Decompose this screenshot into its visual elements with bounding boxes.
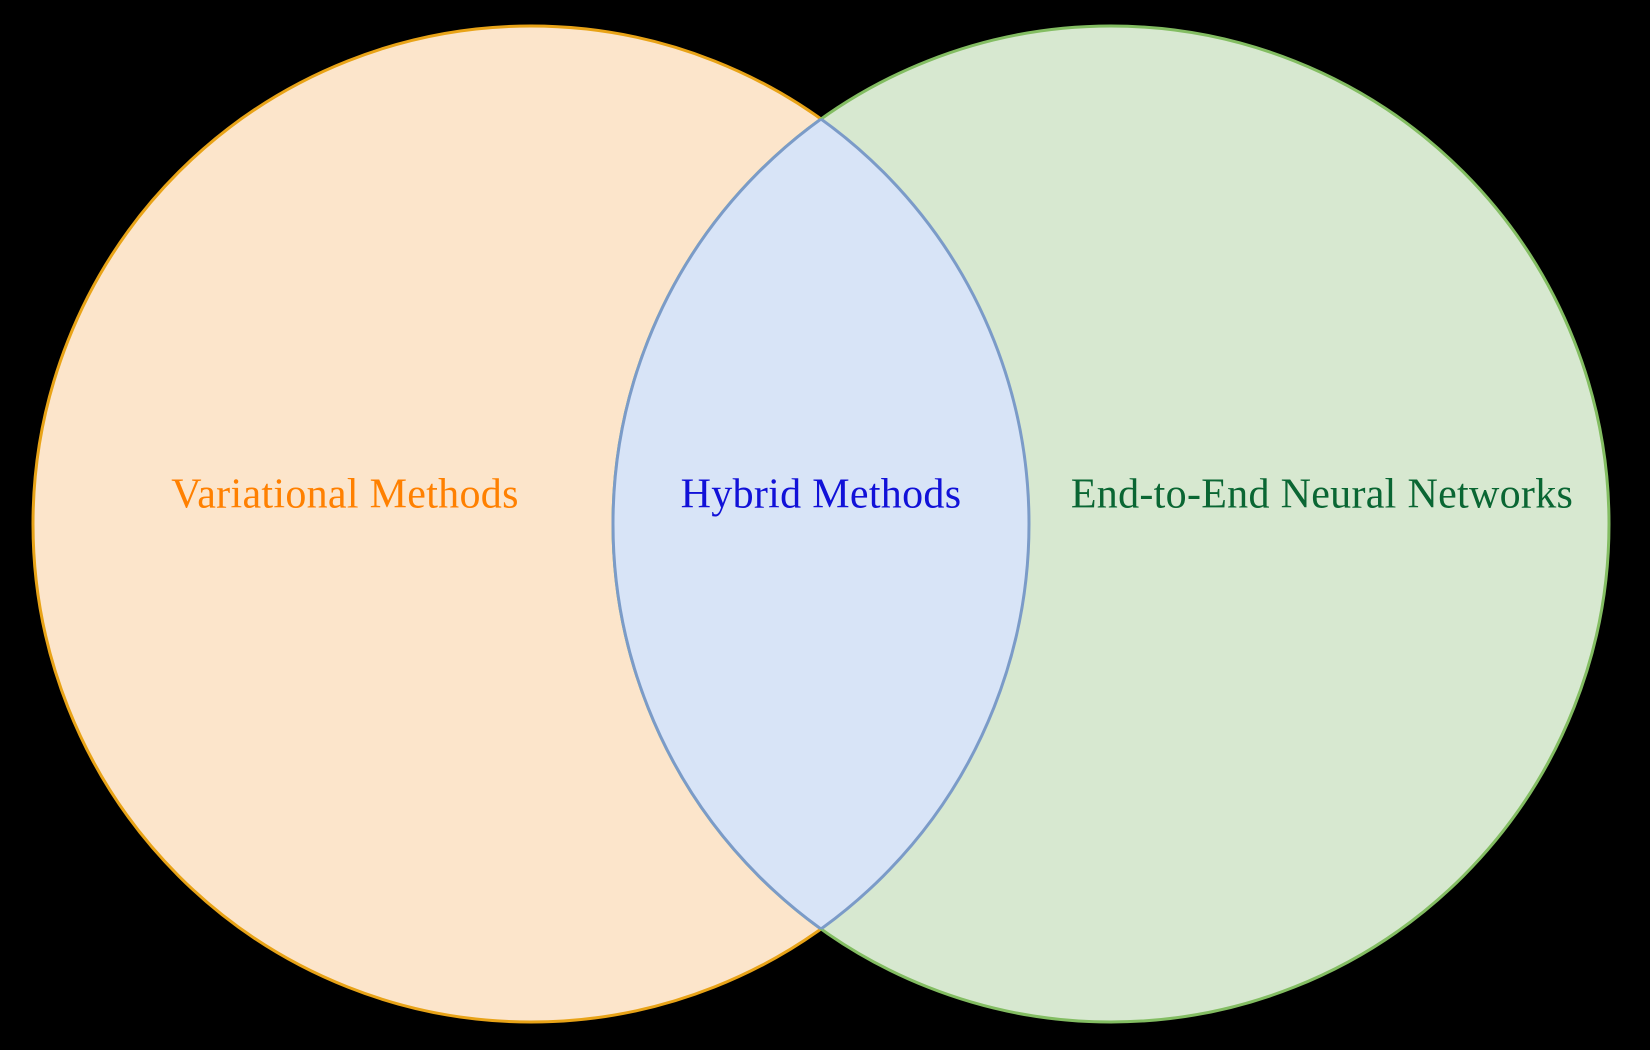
set-label-hybrid-methods: Hybrid Methods bbox=[681, 472, 962, 518]
set-label-end-to-end-neural-networks: End-to-End Neural Networks bbox=[1071, 472, 1573, 518]
set-intersection-hybrid-methods[interactable] bbox=[611, 26, 1609, 1022]
set-intersection-outline bbox=[613, 26, 1031, 1022]
set-label-variational-methods: Variational Methods bbox=[171, 472, 518, 518]
